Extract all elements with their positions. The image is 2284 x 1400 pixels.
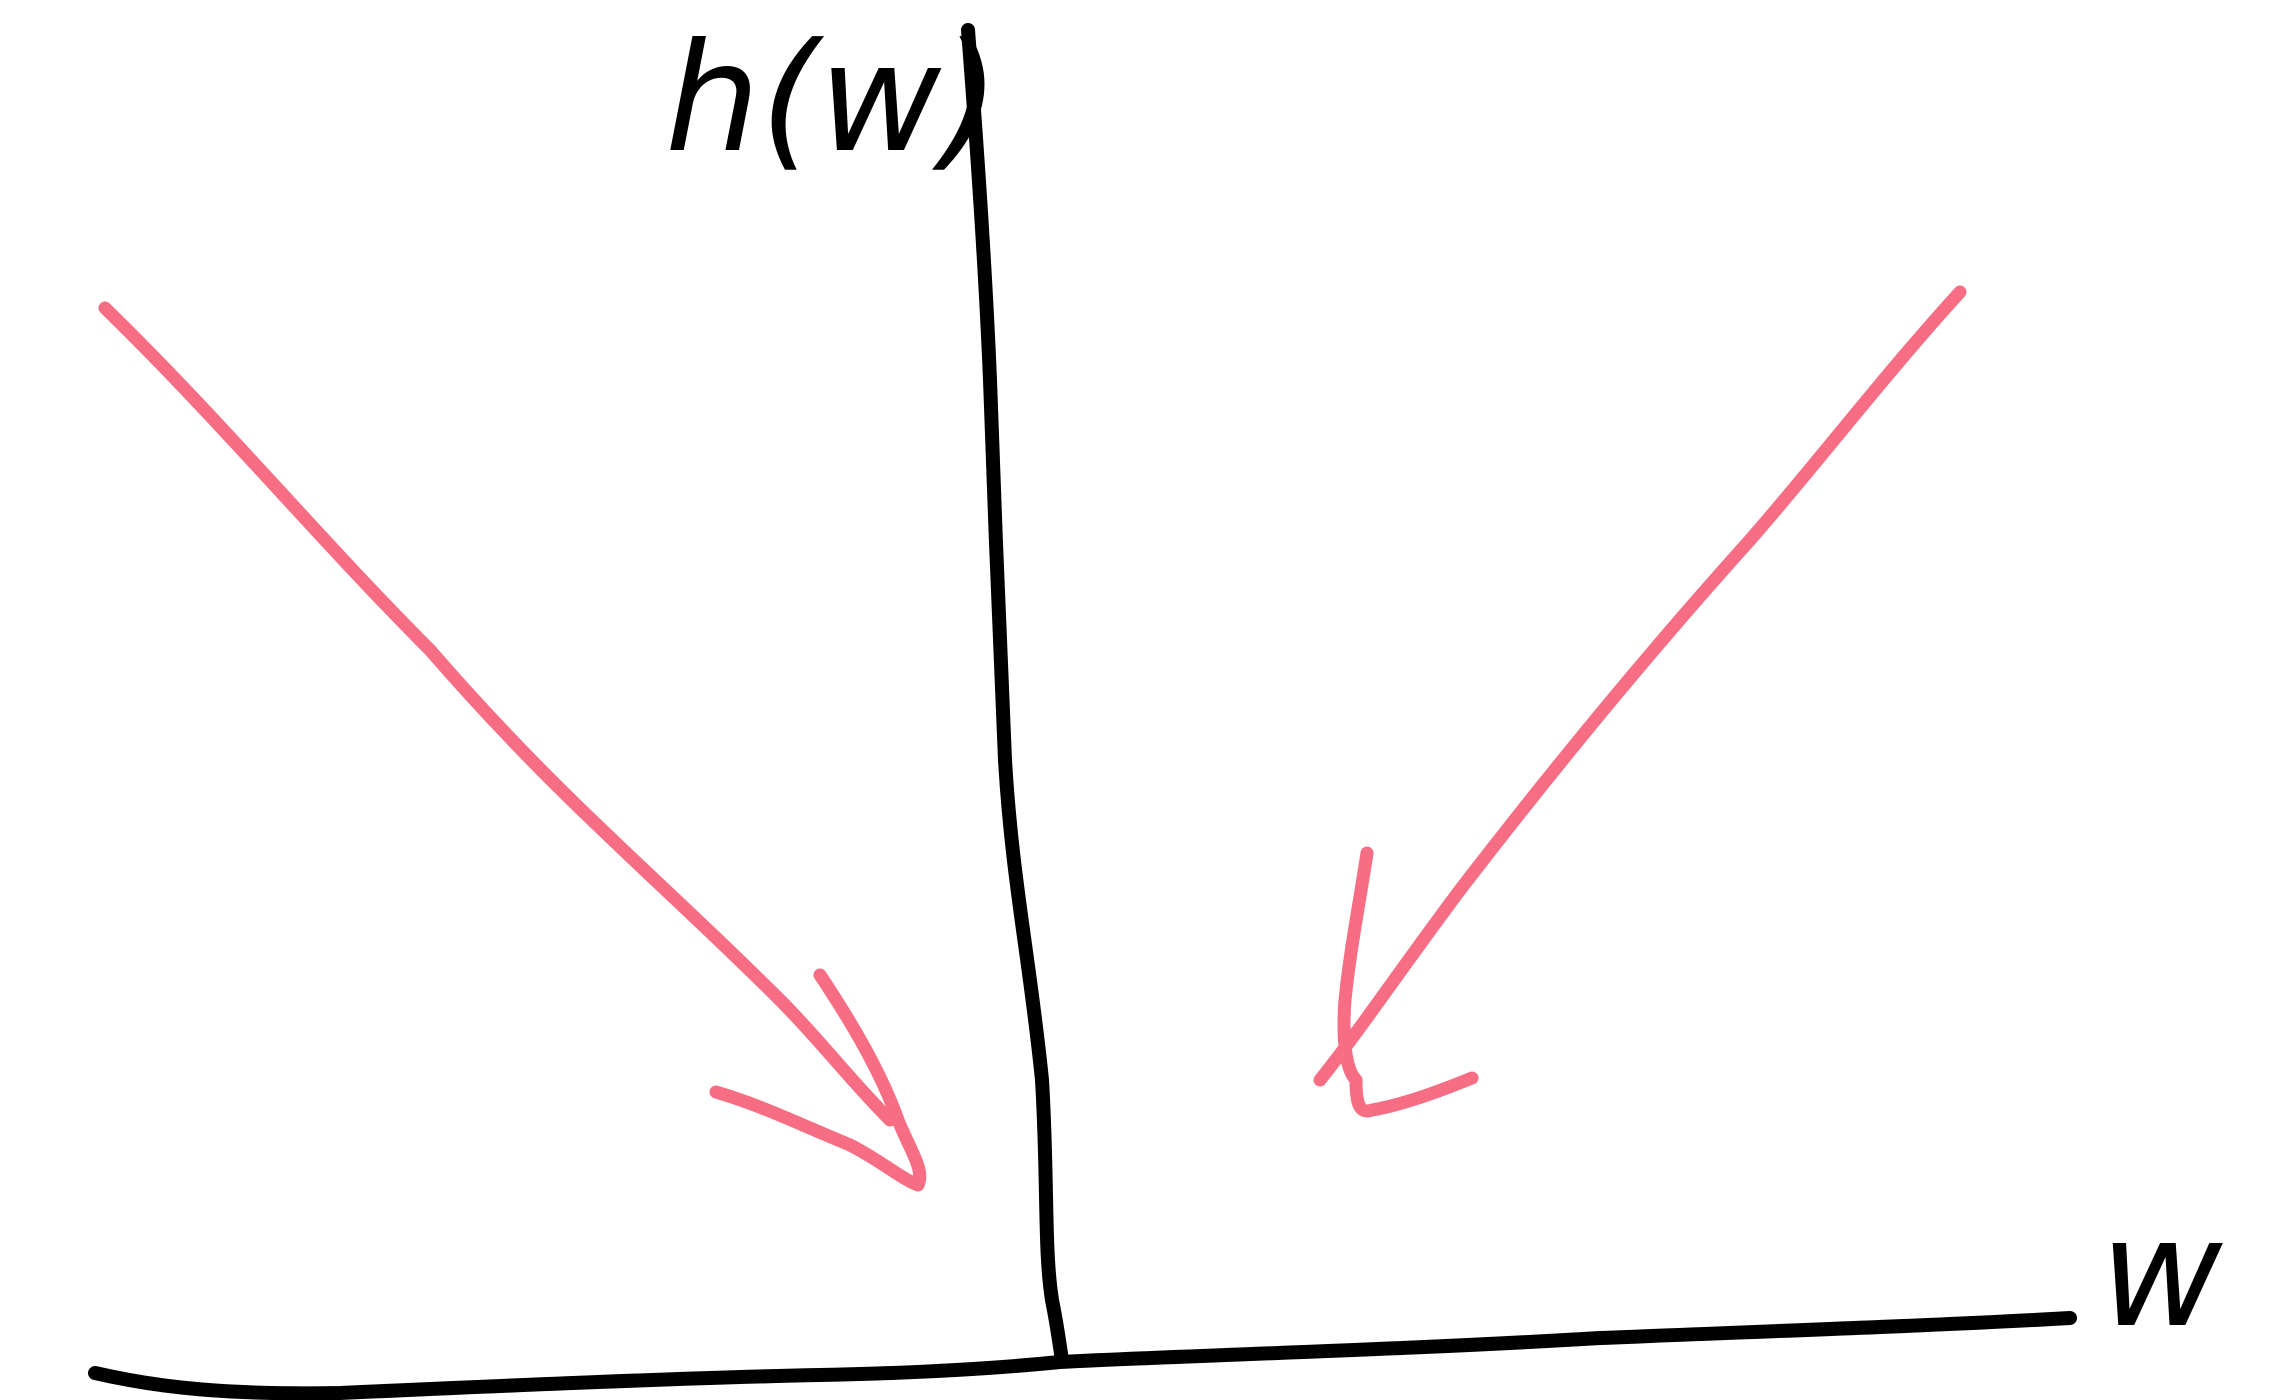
left-arrow-shaft bbox=[98, 301, 897, 1127]
left-arrow-head bbox=[709, 968, 927, 1192]
right-arrow-head bbox=[1337, 846, 1479, 1118]
horizontal-axis bbox=[88, 1311, 2077, 1400]
vertical-axis bbox=[961, 23, 1069, 1367]
x-axis-label: w bbox=[2100, 1187, 2223, 1361]
y-axis-label: h(w) bbox=[665, 12, 1000, 186]
right-arrow-shaft bbox=[1313, 285, 1967, 1087]
